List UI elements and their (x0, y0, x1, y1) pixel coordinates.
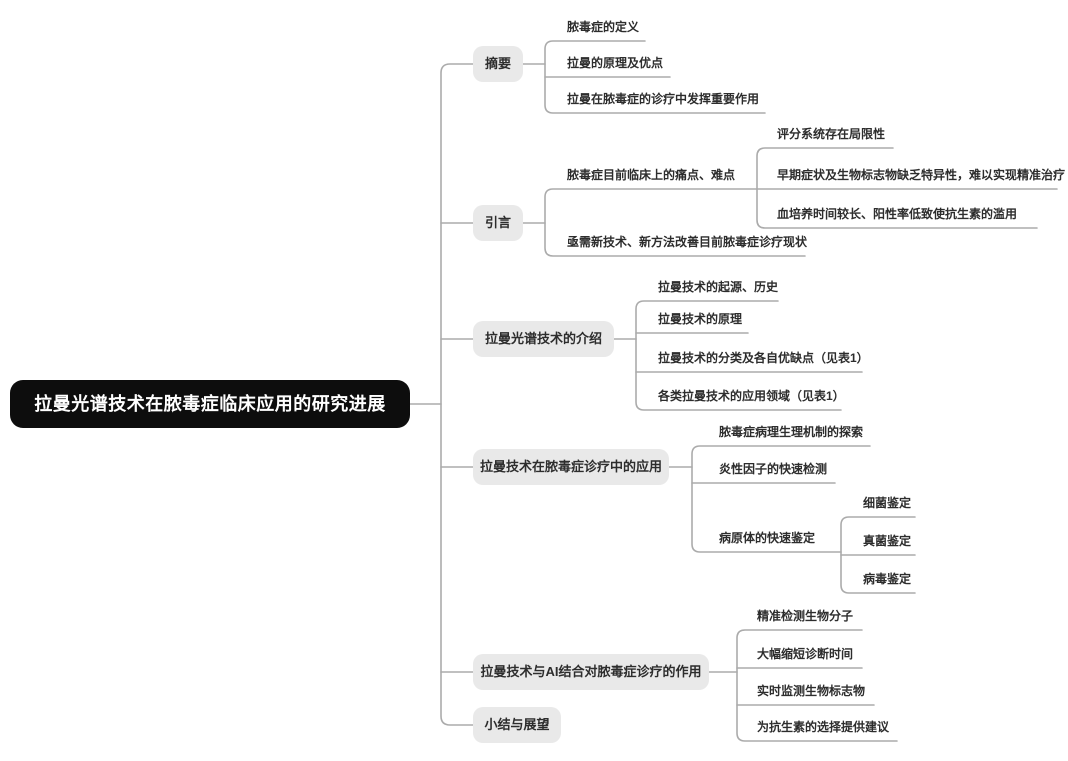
topic-abstract[interactable]: 摘要 (473, 46, 523, 82)
topic-raman-ai[interactable]: 拉曼技术与AI结合对脓毒症诊疗的作用 (473, 654, 709, 690)
topic-introduction[interactable]: 引言 (473, 205, 523, 241)
connector-bracket-raman-in-sepsis (691, 445, 871, 553)
topic-root[interactable]: 拉曼光谱技术在脓毒症临床应用的研究进展 (10, 380, 410, 428)
subtopic-precise-detection[interactable]: 精准检测生物分子 (757, 609, 854, 623)
subtopic-raman-principle-advantages[interactable]: 拉曼的原理及优点 (567, 56, 664, 70)
subtopic-realtime-monitoring[interactable]: 实时监测生物标志物 (757, 684, 866, 698)
subtopic-raman-important-role[interactable]: 拉曼在脓毒症的诊疗中发挥重要作用 (567, 92, 760, 106)
subtopic-raman-principle[interactable]: 拉曼技术的原理 (658, 312, 743, 326)
subtopic-inflammatory-factors[interactable]: 炎性因子的快速检测 (719, 462, 828, 476)
subtopic-origin-history[interactable]: 拉曼技术的起源、历史 (658, 280, 779, 294)
subtopic-biomarker-specificity[interactable]: 早期症状及生物标志物缺乏特异性，难以实现精准治疗 (777, 168, 1066, 182)
subtopic-classification[interactable]: 拉曼技术的分类及各自优缺点（见表1） (658, 351, 869, 365)
subtopic-bacteria-identification[interactable]: 细菌鉴定 (863, 496, 912, 510)
connector-trunk (440, 63, 474, 726)
connector-bracket-raman-intro (635, 300, 842, 411)
topic-summary-outlook[interactable]: 小结与展望 (473, 707, 561, 743)
connector-bracket-introduction (544, 188, 806, 257)
connector-bracket-raman-ai (736, 629, 898, 742)
subtopic-fungi-identification[interactable]: 真菌鉴定 (863, 534, 912, 548)
connector-bracket-pain-points (756, 147, 1038, 229)
subtopic-pathogen-identification[interactable]: 病原体的快速鉴定 (719, 531, 816, 545)
subtopic-clinical-pain-points[interactable]: 脓毒症目前临床上的痛点、难点 (567, 168, 736, 182)
subtopic-need-new-tech[interactable]: 亟需新技术、新方法改善目前脓毒症诊疗现状 (567, 235, 808, 249)
subtopic-sepsis-definition[interactable]: 脓毒症的定义 (567, 20, 640, 34)
subtopic-shorten-diagnosis[interactable]: 大幅缩短诊断时间 (757, 647, 854, 661)
topic-raman-in-sepsis[interactable]: 拉曼技术在脓毒症诊疗中的应用 (473, 449, 669, 485)
subtopic-blood-culture-abuse[interactable]: 血培养时间较长、阳性率低致使抗生素的滥用 (777, 207, 1018, 221)
subtopic-virus-identification[interactable]: 病毒鉴定 (863, 572, 912, 586)
subtopic-scoring-limitations[interactable]: 评分系统存在局限性 (777, 127, 886, 141)
subtopic-antibiotic-advice[interactable]: 为抗生素的选择提供建议 (757, 720, 890, 734)
subtopic-pathophysiology[interactable]: 脓毒症病理生理机制的探索 (719, 425, 864, 439)
topic-raman-intro[interactable]: 拉曼光谱技术的介绍 (473, 321, 614, 357)
subtopic-application-fields[interactable]: 各类拉曼技术的应用领域（见表1） (658, 389, 845, 403)
